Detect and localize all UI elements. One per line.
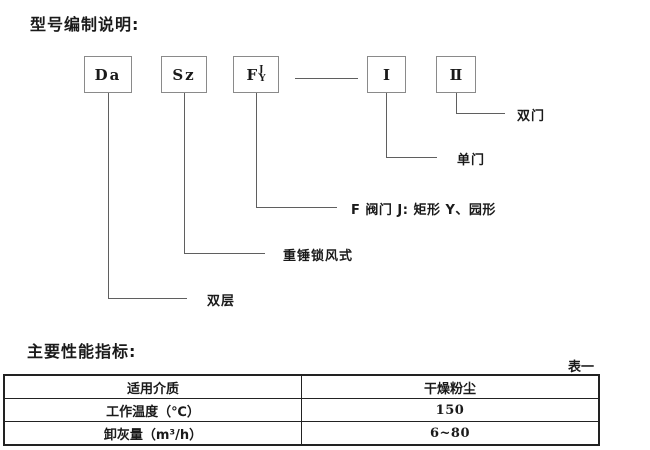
row-temperature-value: 150 [301, 398, 600, 422]
code-box-sz: Sz [161, 56, 207, 93]
leader-hline-da [108, 298, 187, 299]
label-double-layer: 双层 [207, 294, 236, 309]
code-box-da: Da [84, 56, 132, 93]
performance-section-title: 主要性能指标: [27, 342, 137, 361]
leader-hline-roman-2 [456, 113, 505, 114]
label-hammer-lock: 重锤锁风式 [283, 249, 354, 264]
table-row: 适用介质 干燥粉尘 [3, 374, 600, 399]
leader-vline-da [108, 93, 109, 298]
table-number-tag: 表一 [568, 360, 595, 375]
code-f: F [246, 65, 258, 84]
leader-vline-f [256, 93, 257, 207]
row-medium-name: 适用介质 [3, 374, 302, 399]
code-f-sub: Y [259, 73, 266, 84]
row-discharge-name: 卸灰量（m³/h） [3, 421, 302, 446]
leader-vline-sz [184, 93, 185, 253]
code-box-roman-1: Ⅰ [367, 56, 406, 93]
code-sz: Sz [172, 65, 196, 84]
leader-hline-roman-1 [386, 157, 437, 158]
leader-vline-roman-2 [456, 93, 457, 113]
code-box-f: F J Y [233, 56, 279, 93]
table-row: 工作温度（℃） 150 [3, 398, 600, 422]
code-box-roman-2: Ⅱ [436, 56, 476, 93]
row-temperature-name: 工作温度（℃） [3, 398, 302, 422]
code-roman-1: Ⅰ [382, 65, 391, 84]
code-roman-2: Ⅱ [449, 65, 463, 84]
performance-table: 适用介质 干燥粉尘 工作温度（℃） 150 卸灰量（m³/h） 6~80 [3, 374, 600, 446]
model-section-title: 型号编制说明: [30, 15, 140, 34]
label-single-door: 单门 [457, 153, 486, 168]
code-f-sup: J [259, 64, 264, 75]
row-medium-value: 干燥粉尘 [301, 374, 600, 399]
leader-hline-f [256, 207, 337, 208]
label-valve-note: F 阀门 J: 矩形 Y、园形 [351, 203, 496, 218]
leader-hline-sz [184, 253, 265, 254]
row-discharge-value: 6~80 [301, 421, 600, 446]
code-f-variants: J Y [259, 64, 266, 84]
leader-vline-roman-1 [386, 93, 387, 157]
table-row: 卸灰量（m³/h） 6~80 [3, 421, 600, 446]
code-da: Da [94, 65, 122, 84]
separator-dash-line [295, 78, 358, 79]
label-double-door: 双门 [517, 109, 546, 124]
